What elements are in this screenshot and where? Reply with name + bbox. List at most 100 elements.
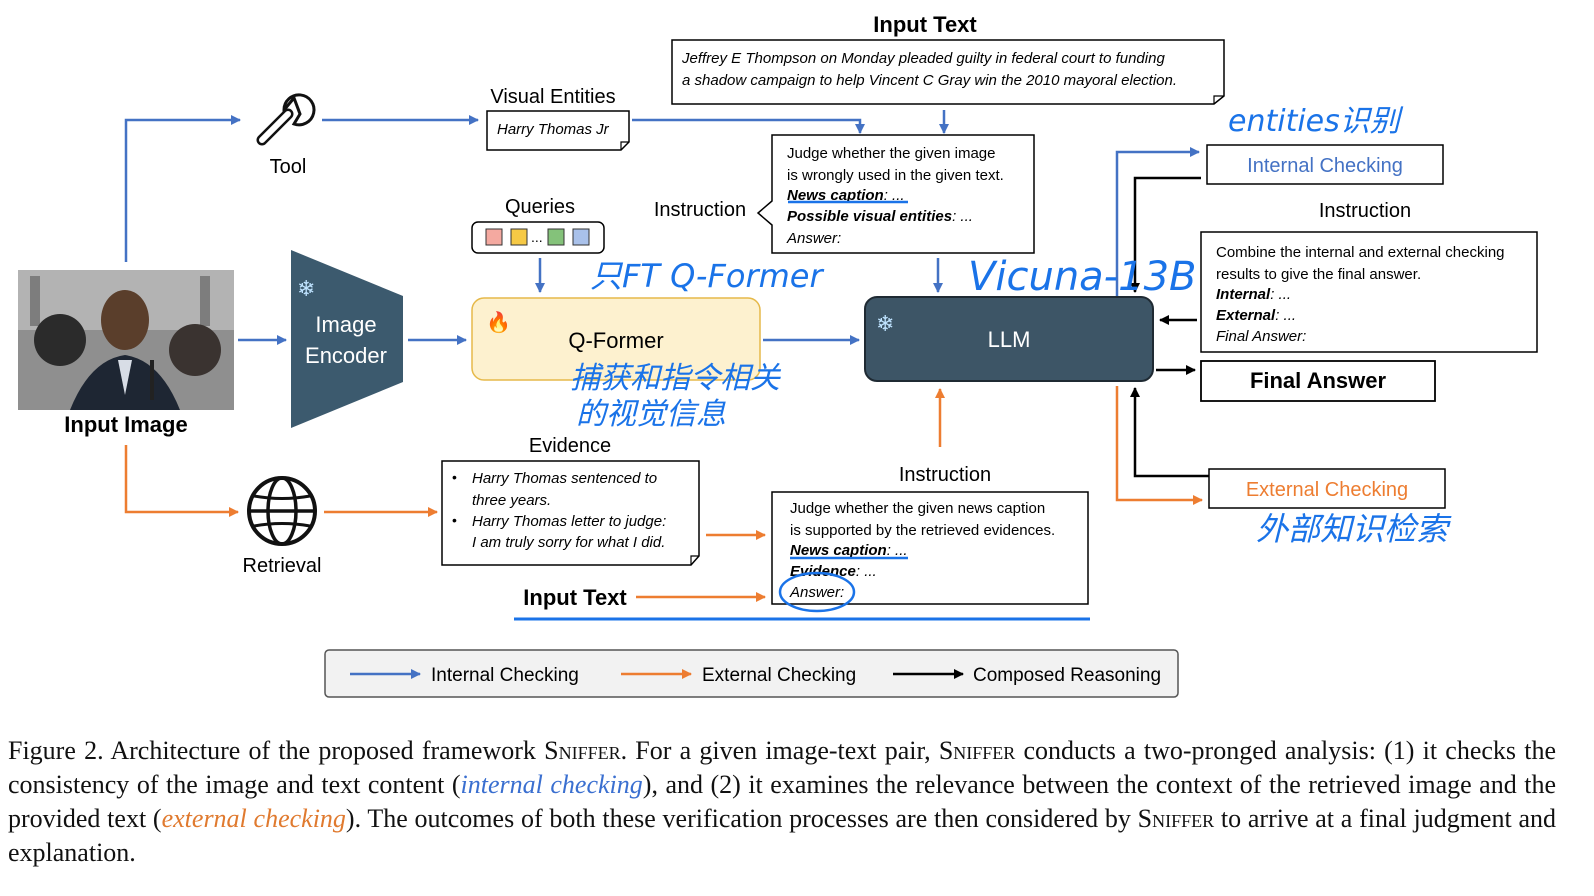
snowflake-icon: ❄ [876,311,894,336]
qformer-box: 🔥 Q-Former [471,297,761,381]
news-caption-key: News caption [790,542,887,559]
evidence-item2-line1: Harry Thomas letter to judge: [472,513,666,530]
input-text-top-line2: a shadow campaign to help Vincent C Gray… [682,72,1177,89]
handwriting-external-cn: 外部知识检索 [1256,510,1452,548]
instruction-internal-line4: Possible visual entities: ... [787,208,973,225]
wrench-icon [256,93,316,146]
caption-part2: . For a given image-text pair, [620,736,939,765]
image-encoder: ❄ Image Encoder [291,250,403,428]
handwriting-qformer-note: 只FT Q-Former [590,257,824,295]
llm-label: LLM [988,327,1031,352]
handwriting-entities: entities识别 [1228,104,1404,139]
external-checking-label: External Checking [1246,479,1408,501]
evidence-title: Evidence [529,435,611,457]
legend-composed: Composed Reasoning [973,665,1161,686]
input-image-label: Input Image [64,412,187,437]
internal-arrows [124,110,1200,345]
external-arrows [124,386,1203,602]
image-encoder-line2: Encoder [305,343,387,368]
queries-box: ... [471,221,605,254]
instruction-internal-line3: News caption: ... [787,187,905,204]
instruction-external-line2: is supported by the retrieved evidences. [790,522,1055,539]
legend-external: External Checking [702,665,856,686]
caption-part3: conducts a two-pronged analysis: (1) it … [8,736,1557,799]
queries-ellipsis: ... [531,229,543,245]
tool-label: Tool [270,156,307,178]
internal-value: : ... [1270,286,1291,303]
caption-name: Sniffer [544,736,621,765]
instruction-internal-line2: is wrongly used in the given text. [787,167,1004,184]
instruction-external-line3: News caption: ... [790,542,908,559]
legend-internal: Internal Checking [431,665,579,686]
final-answer-label: Final Answer [1250,368,1387,393]
architecture-diagram: Input Text Jeffrey E Thompson on Monday … [18,12,1538,698]
evidence-value: : ... [856,563,877,580]
instruction-final-box: Combine the internal and external checki… [1200,231,1538,353]
caption-name: Sniffer [1137,804,1215,833]
internal-checking-box: Internal Checking [1206,144,1444,185]
news-caption-value: : ... [887,542,908,559]
evidence-item1-line2: three years. [472,492,551,509]
instruction-external-box: Judge whether the given news caption is … [771,491,1089,605]
input-text-top-line1: Jeffrey E Thompson on Monday pleaded gui… [681,50,1165,67]
external-value: : ... [1275,307,1296,324]
instruction-internal-box: Judge whether the given image is wrongly… [756,134,1035,254]
instruction-external-line5: Answer: [789,584,844,601]
caption-part6: to arrive at a final judgment and explan… [8,804,1556,867]
composed-arrows [1130,176,1209,478]
handwriting-qformer-cn1: 捕获和指令相关 [570,361,782,396]
visual-entities-key-value: : ... [952,208,973,225]
globe-icon [247,476,317,546]
visual-entities-box: Harry Thomas Jr [486,110,630,151]
evidence-key: Evidence [790,563,856,580]
caption-external-checking: external checking [161,804,346,833]
handwriting-qformer-cn2: 的视觉信息 [576,397,726,432]
caption-prefix: Figure 2. Architecture of the proposed f… [8,736,545,765]
input-text-top-title: Input Text [873,12,977,37]
evidence-item2-line2: I am truly sorry for what I did. [472,534,665,551]
fire-icon: 🔥 [486,310,511,334]
instruction-external-line1: Judge whether the given news caption [790,500,1045,517]
snowflake-icon: ❄ [297,276,315,301]
instruction-external-title: Instruction [899,464,991,486]
visual-entities-title: Visual Entities [490,86,615,108]
hand-annotations: entities识别 只FT Q-Former Vicuna-13B 捕获和指令… [514,104,1452,621]
caption-internal-checking: internal checking [460,770,643,799]
instruction-internal-title: Instruction [654,199,746,221]
input-image [18,270,234,410]
internal-checking-label: Internal Checking [1247,155,1403,177]
caption-part5: ). The outcomes of both these verificati… [345,804,1138,833]
instruction-external-line4: Evidence: ... [790,563,877,580]
final-answer-box: Final Answer [1200,360,1436,402]
bullet-icon: • [452,512,457,528]
instruction-internal-line5: Answer: [786,230,841,247]
evidence-box: • Harry Thomas sentenced to three years.… [441,460,700,566]
news-caption-value: : ... [884,187,905,204]
caption-part4: ), and (2) it examines the relevance bet… [8,770,1556,833]
qformer-label: Q-Former [568,328,663,353]
instruction-internal-line1: Judge whether the given image [787,145,995,162]
llm-box: ❄ LLM [864,296,1154,382]
retrieval-label: Retrieval [243,555,322,577]
visual-entities-value: Harry Thomas Jr [497,121,610,138]
handwriting-vicuna: Vicuna-13B [968,254,1196,300]
figure-caption: Figure 2. Architecture of the proposed f… [8,734,1556,870]
input-text-bottom-label: Input Text [523,585,627,610]
bullet-icon: • [452,469,457,485]
instruction-final-title: Instruction [1319,200,1411,222]
external-checking-box: External Checking [1208,468,1446,509]
queries-label: Queries [505,196,575,218]
evidence-item1-line1: Harry Thomas sentenced to [472,470,657,487]
caption-name: Sniffer [938,736,1016,765]
instruction-final-line3: Internal: ... [1216,286,1291,303]
internal-key: Internal [1216,286,1271,303]
instruction-final-line2: results to give the final answer. [1216,266,1421,283]
image-encoder-line1: Image [315,312,376,337]
legend: Internal Checking External Checking Comp… [324,649,1179,698]
instruction-final-line5: Final Answer: [1216,328,1306,345]
news-caption-key: News caption [787,187,884,204]
instruction-final-line1: Combine the internal and external checki… [1216,244,1505,261]
input-text-top-box: Jeffrey E Thompson on Monday pleaded gui… [671,39,1225,105]
external-key: External [1216,307,1276,324]
visual-entities-key: Possible visual entities [787,208,952,225]
